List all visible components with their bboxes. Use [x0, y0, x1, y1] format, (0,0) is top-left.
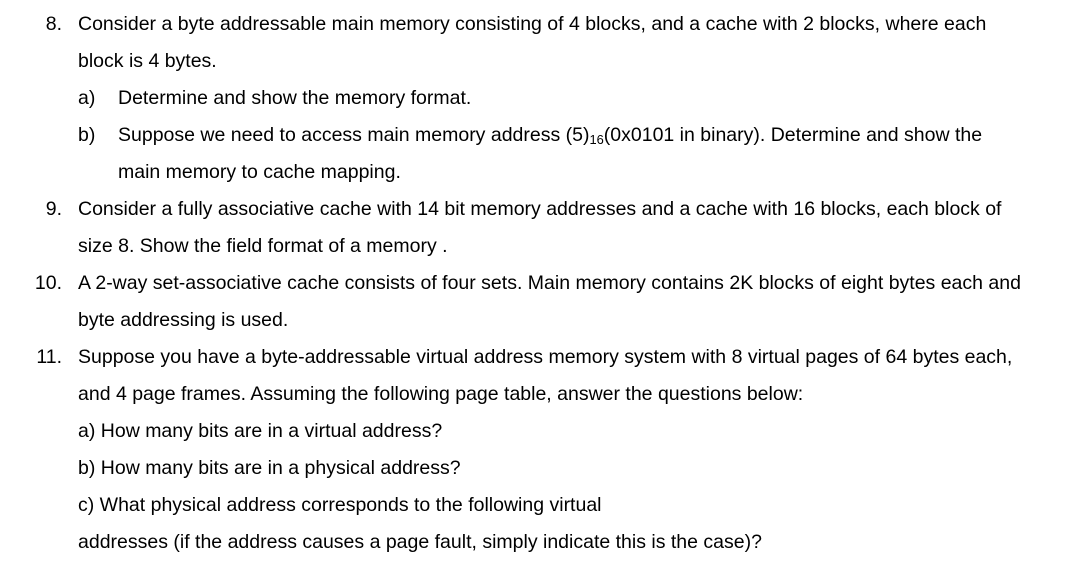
question-8-number: 8. — [45, 13, 62, 35]
question-8-subitem-b: b) Suppose we need to access main memory… — [78, 117, 1028, 191]
question-11-number: 11. — [36, 346, 62, 368]
question-8-text: Consider a byte addressable main memory … — [78, 13, 987, 72]
question-8-subitem-b-subscript: 16 — [589, 131, 604, 147]
question-9-number: 9. — [45, 198, 62, 220]
question-11-subitem-b: b) How many bits are in a physical addre… — [78, 450, 1028, 487]
question-8-subitem-b-marker: b) — [78, 124, 96, 146]
question-11-text: Suppose you have a byte-addressable virt… — [78, 346, 1013, 405]
document-page: 8. Consider a byte addressable main memo… — [0, 6, 1080, 553]
question-9: 9. Consider a fully associative cache wi… — [0, 191, 1080, 265]
question-11-subitem-a-marker: a) — [78, 420, 96, 442]
question-9-text: Consider a fully associative cache with … — [78, 198, 1002, 257]
question-8-subitem-a-marker: a) — [78, 87, 96, 109]
question-8-subitem-b-text: Suppose we need to access main memory ad… — [118, 117, 1028, 191]
question-10-text: A 2-way set-associative cache consists o… — [78, 272, 1021, 331]
question-8-subitem-a-text: Determine and show the memory format. — [118, 87, 472, 109]
question-11-subitem-c-text: What physical address corresponds to the… — [99, 494, 602, 516]
question-11-continuation-line: addresses (if the address causes a page … — [78, 524, 1028, 561]
question-11-subitem-a: a) How many bits are in a virtual addres… — [78, 413, 1028, 450]
question-10: 10. A 2-way set-associative cache consis… — [0, 265, 1080, 339]
question-8-subitem-b-text-after-subscript: (0x0101 in binary). Determine and show t… — [118, 124, 983, 183]
question-11-subitem-c: c) What physical address corresponds to … — [78, 487, 1028, 524]
question-8: 8. Consider a byte addressable main memo… — [0, 6, 1080, 191]
question-10-number: 10. — [34, 272, 62, 294]
question-11-subitem-b-text: How many bits are in a physical address? — [100, 457, 461, 479]
question-11-subitem-a-text: How many bits are in a virtual address? — [100, 420, 443, 442]
question-11-subitem-b-marker: b) — [78, 457, 96, 479]
question-8-subitem-b-text-before-subscript: Suppose we need to access main memory ad… — [118, 124, 590, 146]
question-11-subitem-c-marker: c) — [78, 494, 95, 516]
question-11: 11. Suppose you have a byte-addressable … — [0, 339, 1080, 561]
question-8-subitem-a: a) Determine and show the memory format. — [78, 80, 1028, 117]
question-11-continuation-text: addresses (if the address causes a page … — [78, 531, 762, 553]
